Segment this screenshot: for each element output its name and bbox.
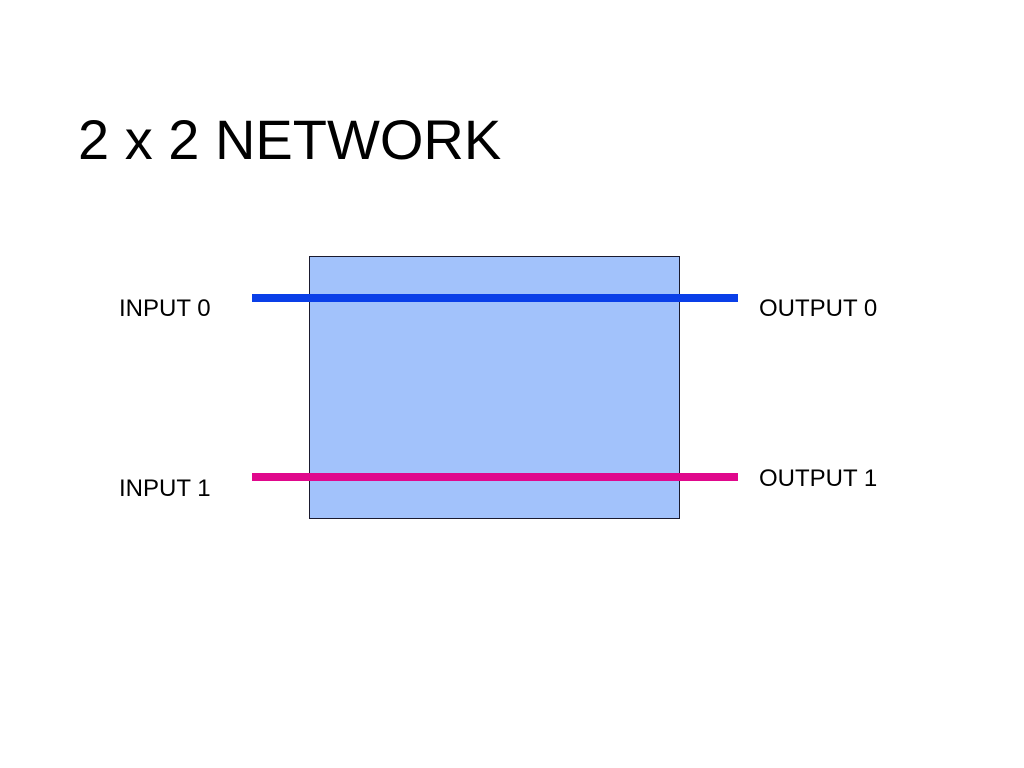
output-0-label: OUTPUT 0 — [759, 295, 878, 322]
signal-line-0 — [252, 294, 738, 302]
input-1-label: INPUT 1 — [119, 475, 211, 502]
input-0-label: INPUT 0 — [119, 295, 211, 322]
signal-line-1 — [252, 473, 738, 481]
output-1-label: OUTPUT 1 — [759, 465, 878, 492]
slide-title: 2 x 2 NETWORK — [78, 108, 502, 171]
